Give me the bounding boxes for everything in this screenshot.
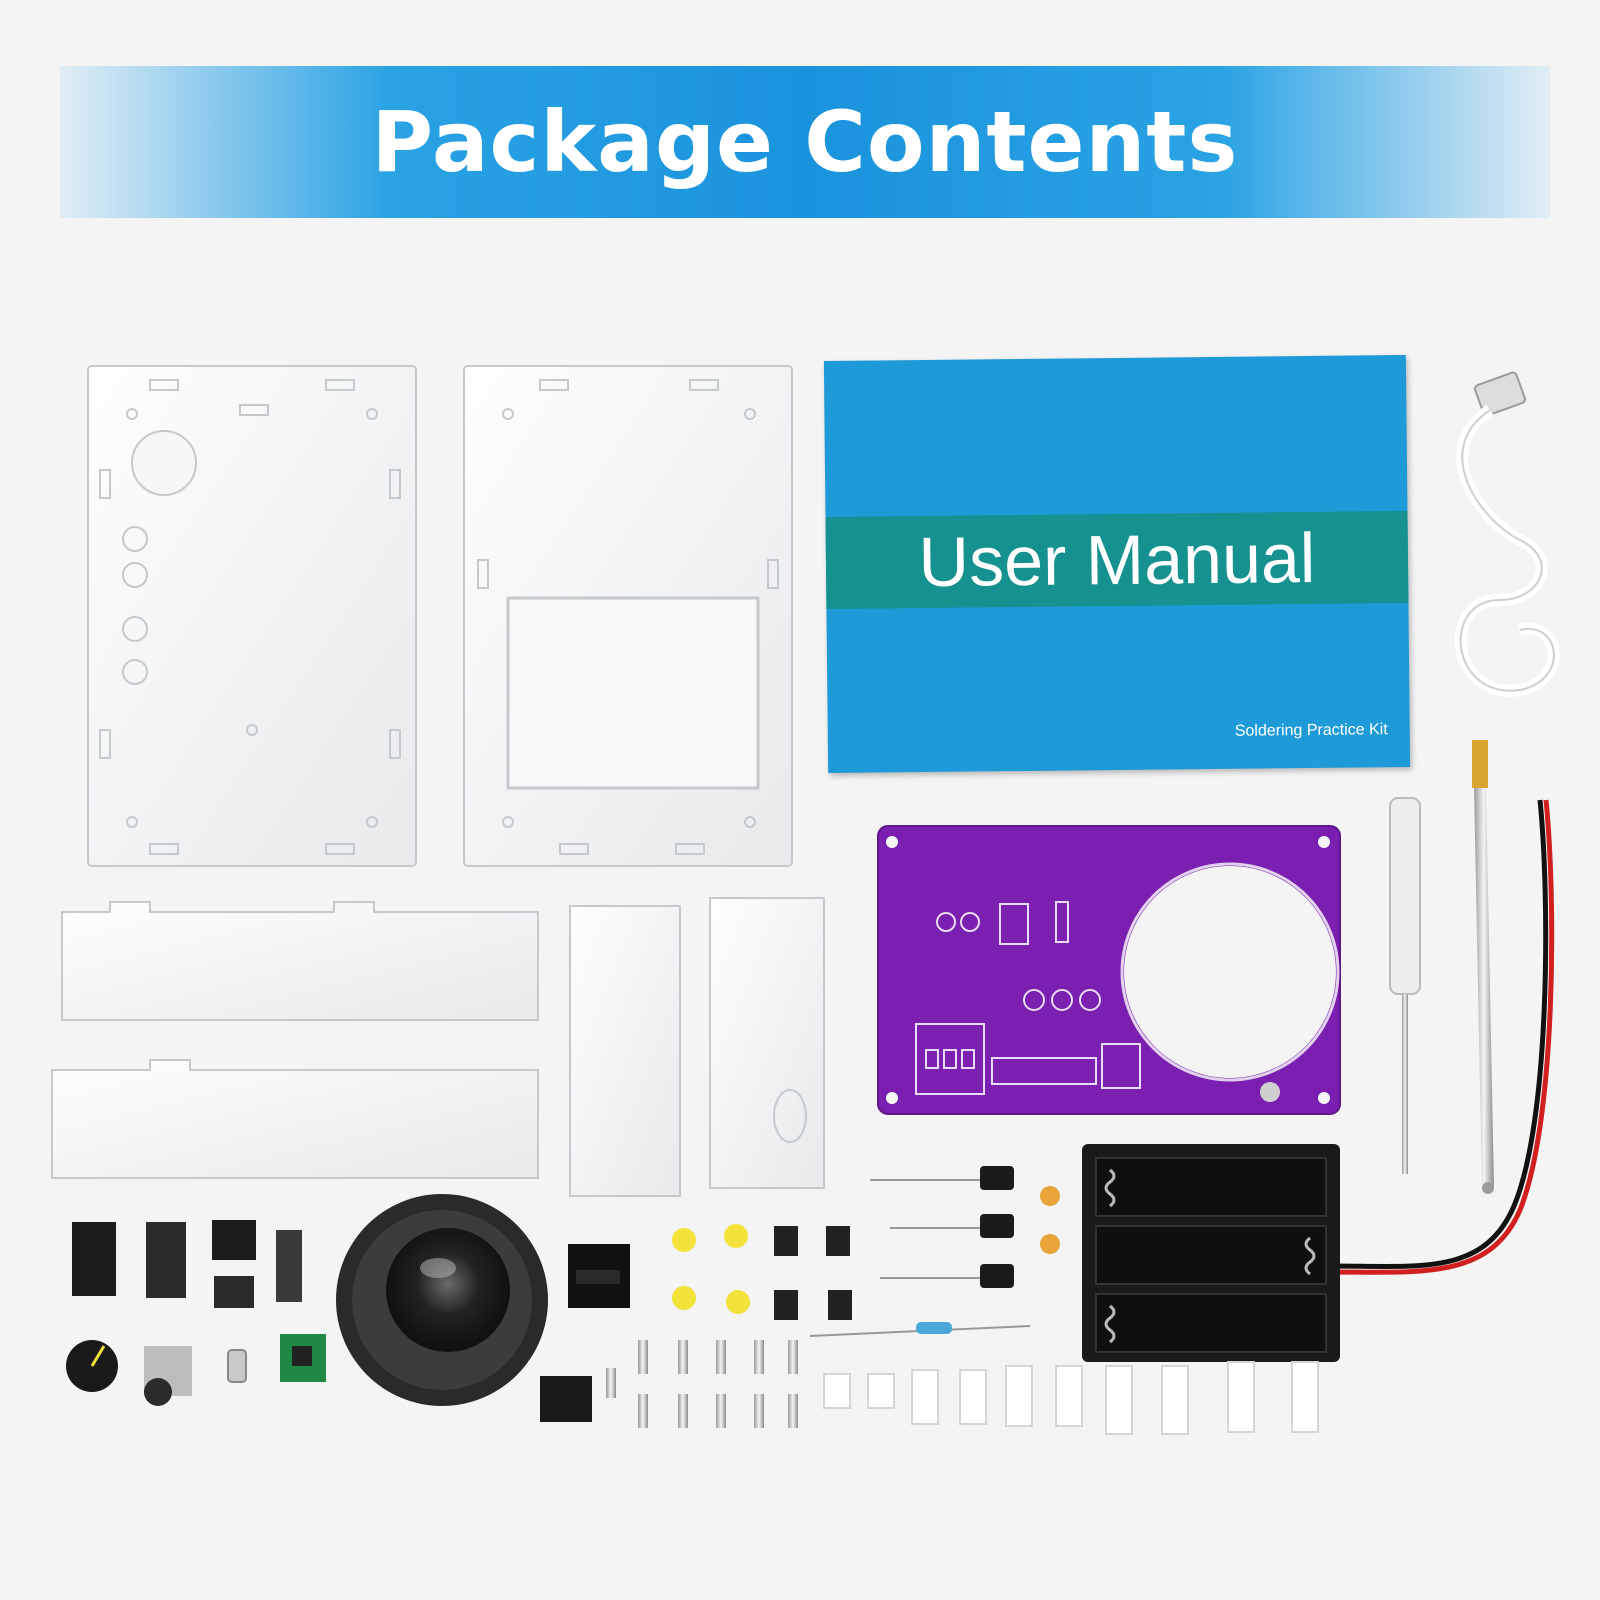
screwdriver — [1389, 797, 1421, 1174]
ic-chips — [72, 1220, 302, 1308]
usb-cable — [1454, 371, 1560, 697]
nylon-standoffs — [823, 1361, 1319, 1435]
user-manual: User Manual Soldering Practice Kit — [823, 354, 1411, 774]
acrylic-front-panel — [87, 365, 417, 867]
volume-knob — [66, 1340, 192, 1406]
capacitors — [870, 1166, 1060, 1288]
acrylic-window-panel — [463, 365, 793, 867]
battery-holder — [1082, 799, 1555, 1362]
manual-title: User Manual — [918, 518, 1316, 602]
banner-title: Package Contents — [371, 93, 1239, 191]
resistor — [809, 1322, 1031, 1337]
speaker — [336, 1194, 548, 1406]
foam-pad — [540, 1376, 592, 1422]
pcb-board — [877, 825, 1341, 1115]
button-caps — [672, 1224, 750, 1314]
screws — [606, 1340, 798, 1428]
manual-subtitle: Soldering Practice Kit — [1234, 721, 1388, 740]
title-banner: Package Contents — [60, 66, 1550, 218]
small-modules — [227, 1334, 326, 1383]
acrylic-side-strips — [51, 897, 825, 1197]
manual-title-band: User Manual — [825, 510, 1409, 610]
tactile-switches — [774, 1226, 852, 1320]
digit-display — [568, 1244, 630, 1308]
telescopic-antenna — [1472, 740, 1494, 1194]
